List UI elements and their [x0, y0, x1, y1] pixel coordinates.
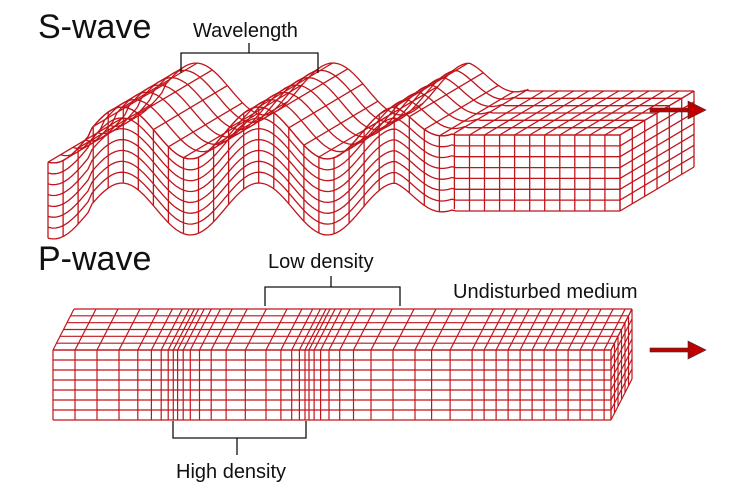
undisturbed-medium-label: Undisturbed medium	[453, 281, 638, 303]
s-wave-direction-arrow-icon	[649, 100, 707, 120]
p-wave-title: P-wave	[38, 240, 152, 278]
s-wave-grid	[47, 62, 695, 240]
wavelength-label: Wavelength	[193, 20, 298, 42]
low-density-bracket	[264, 276, 401, 306]
s-wave-title: S-wave	[38, 8, 152, 46]
low-density-label: Low density	[268, 251, 374, 273]
p-wave-direction-arrow-icon	[649, 340, 707, 360]
high-density-label: High density	[176, 461, 287, 483]
wavelength-bracket	[180, 43, 319, 73]
high-density-bracket	[172, 421, 307, 455]
p-wave-grid	[52, 308, 633, 421]
